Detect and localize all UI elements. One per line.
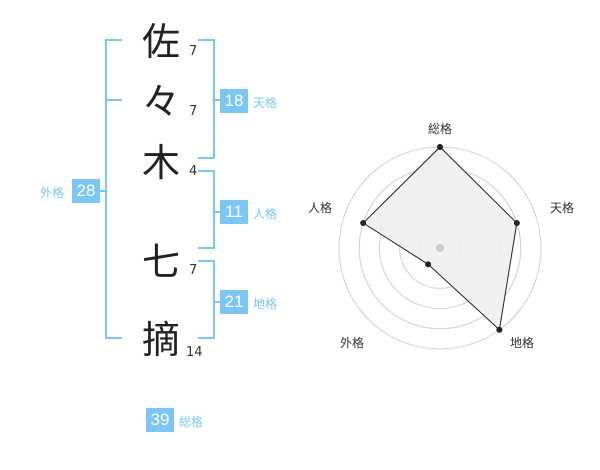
- jinkaku-score: 11: [220, 200, 248, 224]
- radar-point-jinkaku: [360, 220, 367, 227]
- radar-points: [360, 144, 520, 333]
- name-char-1: 佐: [141, 20, 180, 64]
- name-char-5: 摘: [141, 318, 180, 362]
- jinkaku-bracket: [198, 170, 215, 249]
- radar-label-jinkaku: 人格: [308, 201, 333, 215]
- name-char-3: 木: [141, 141, 180, 185]
- stroke-count-1: 7: [189, 44, 198, 59]
- name-char-4: 七: [141, 240, 180, 284]
- name-char-2: 々: [141, 80, 180, 124]
- radar-label-gaikaku: 外格: [340, 336, 365, 350]
- radar-polygon: [362, 146, 518, 331]
- tenkaku-label: 天格: [253, 96, 278, 110]
- radar-label-soukaku: 総格: [428, 122, 453, 136]
- jinkaku-label: 人格: [253, 207, 278, 221]
- tenkaku-score: 18: [220, 89, 248, 113]
- tenkaku-bracket: [198, 39, 215, 159]
- stroke-count-5: 14: [186, 345, 203, 360]
- gaikaku-score: 28: [72, 179, 100, 203]
- radar-point-chikaku: [496, 326, 503, 333]
- soukaku-label: 総格: [179, 415, 204, 429]
- chikaku-label: 地格: [253, 297, 278, 311]
- chikaku-bracket: [198, 260, 215, 339]
- radar-label-tenkaku: 天格: [550, 201, 575, 215]
- gaikaku-label: 外格: [40, 186, 65, 200]
- stroke-count-4: 7: [189, 263, 198, 278]
- bracket-lines: [100, 39, 220, 339]
- radar-point-gaikaku: [425, 261, 432, 268]
- chikaku-score: 21: [220, 290, 248, 314]
- stroke-count-2: 7: [189, 104, 198, 119]
- stroke-count-3: 4: [189, 164, 198, 179]
- radar-point-tenkaku: [513, 220, 520, 227]
- radar-center-dot: [436, 244, 444, 252]
- radar-label-chikaku: 地格: [510, 336, 535, 350]
- radar-point-soukaku: [437, 144, 443, 150]
- soukaku-score: 39: [146, 408, 174, 432]
- gaikaku-bracket: [105, 39, 122, 339]
